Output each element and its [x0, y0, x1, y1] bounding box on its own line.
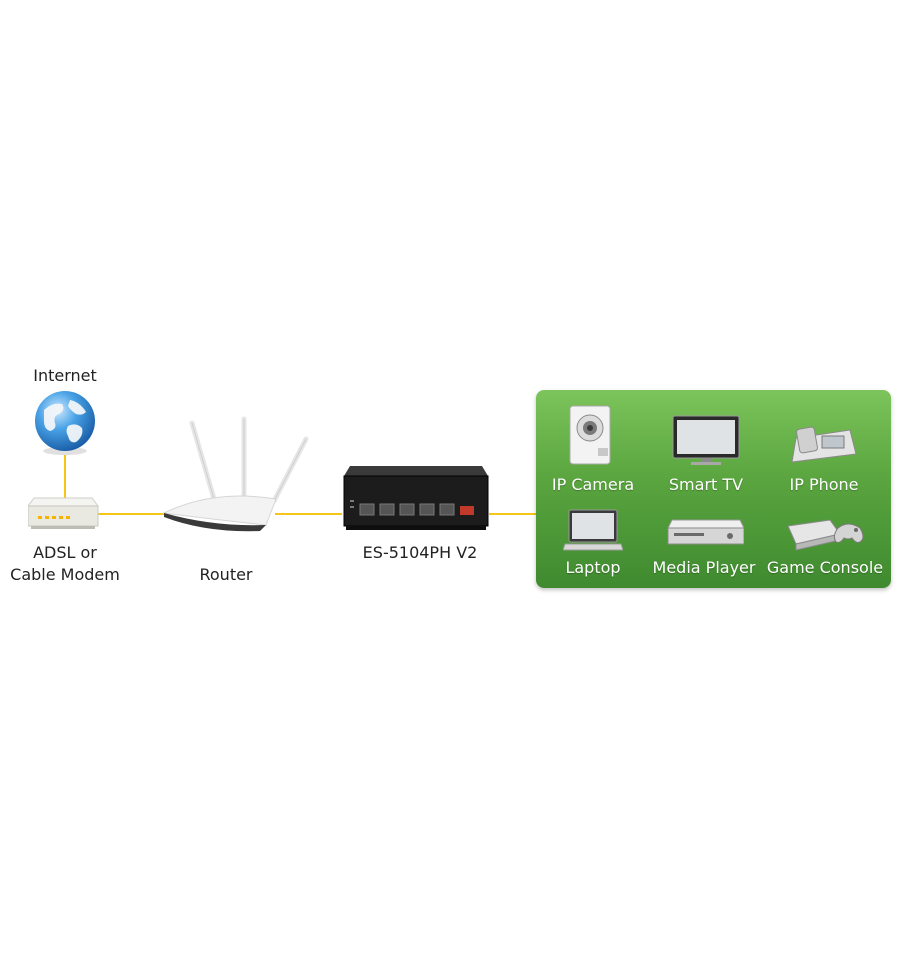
- laptop-icon: [563, 509, 623, 551]
- router-switch-link: [275, 513, 342, 515]
- switch-devices-link: [489, 513, 537, 515]
- media-player-icon: [667, 519, 744, 545]
- router-label: Router: [199, 565, 253, 584]
- modem-label-line2: Cable Modem: [10, 565, 120, 584]
- poe-switch-icon: [343, 466, 489, 530]
- modem-icon: [28, 497, 99, 529]
- modem-router-link: [98, 513, 168, 515]
- switch-label: ES-5104PH V2: [362, 543, 478, 562]
- device-label-ip-phone: IP Phone: [789, 475, 859, 494]
- internet-label: Internet: [33, 366, 97, 385]
- ip-camera-icon: [569, 405, 611, 465]
- ip-phone-icon: [791, 426, 857, 463]
- device-label-laptop: Laptop: [565, 558, 621, 577]
- modem-label-line1: ADSL or: [33, 543, 97, 562]
- devices-panel: IP Camera Smart TV IP Phone Laptop: [536, 390, 891, 588]
- game-console-icon: [787, 519, 864, 551]
- smart-tv-icon: [672, 415, 740, 465]
- device-label-game-console: Game Console: [766, 558, 884, 577]
- device-label-media-player: Media Player: [652, 558, 756, 577]
- device-label-ip-camera: IP Camera: [551, 475, 635, 494]
- device-label-smart-tv: Smart TV: [668, 475, 744, 494]
- internet-modem-link: [64, 455, 66, 507]
- router-icon: [162, 416, 309, 532]
- globe-icon: [35, 391, 95, 455]
